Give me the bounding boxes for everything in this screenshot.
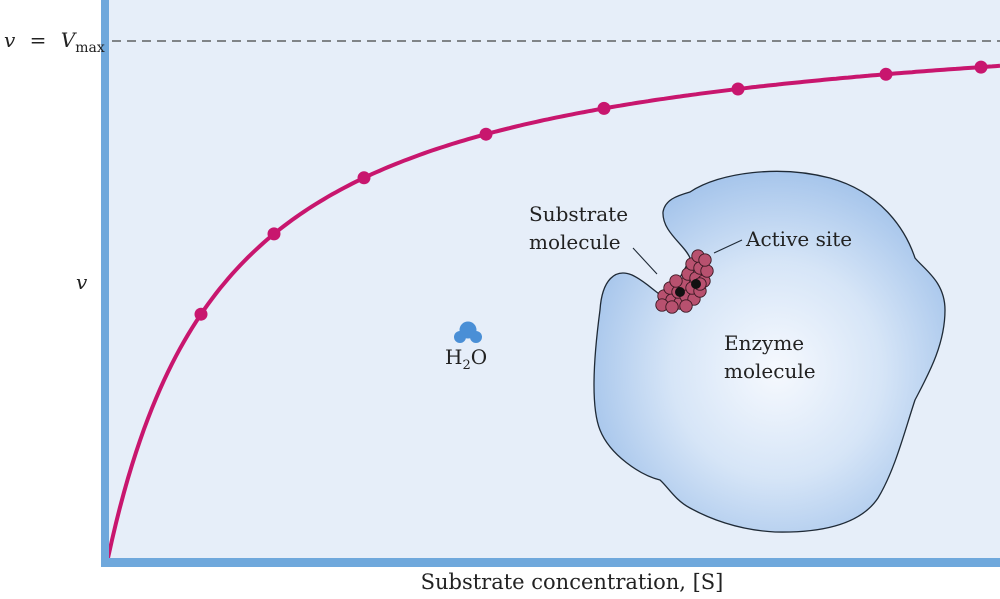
- substrate-atom: [669, 274, 683, 288]
- water-molecule-icon: [454, 321, 482, 343]
- data-point: [974, 60, 988, 74]
- substrate-atom: [700, 264, 714, 278]
- substrate-atom: [679, 299, 693, 313]
- y-axis-label: v: [76, 270, 88, 294]
- data-points: [194, 60, 988, 321]
- active-site-pointer-line: [713, 239, 743, 254]
- data-point: [357, 171, 371, 185]
- active-site-label: Active site: [745, 227, 852, 251]
- substrate-atom: [665, 300, 679, 314]
- y-axis: [101, 0, 109, 567]
- enzyme-label-line1: Enzyme: [724, 331, 804, 355]
- data-point: [597, 101, 611, 115]
- substrate-label-line1: Substrate: [529, 202, 628, 226]
- substrate-molecule: [655, 249, 714, 314]
- substrate-pointer-line: [632, 247, 658, 275]
- data-point: [731, 82, 745, 96]
- substrate-label-line2: molecule: [529, 230, 621, 254]
- substrate-atom: [698, 253, 712, 267]
- x-axis-label: Substrate concentration, [S]: [421, 570, 724, 594]
- rate-curve: [106, 63, 1000, 559]
- x-axis: [101, 558, 1000, 567]
- vmax-label: v = Vmax: [4, 28, 105, 56]
- substrate-dark-atom: [691, 279, 701, 289]
- data-point: [879, 67, 893, 81]
- data-point: [479, 127, 493, 141]
- enzyme-label-line2: molecule: [724, 359, 816, 383]
- data-point: [194, 307, 208, 321]
- water-label: H2O: [445, 345, 487, 373]
- substrate-dark-atom: [675, 287, 685, 297]
- data-point: [267, 227, 281, 241]
